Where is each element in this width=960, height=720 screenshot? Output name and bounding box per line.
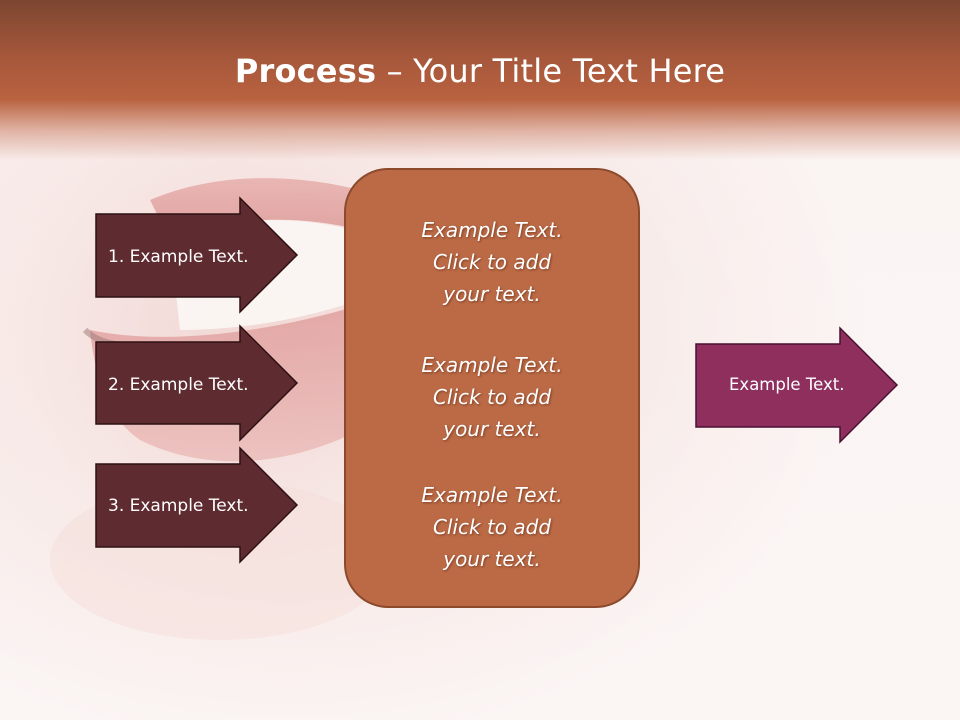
title-rest: – Your Title Text Here: [376, 52, 726, 90]
center-text-item-2[interactable]: Example Text. Click to add your text.: [421, 353, 563, 441]
left-arrow-3-label: 3. Example Text.: [108, 496, 249, 516]
slide-title[interactable]: Process – Your Title Text Here: [0, 52, 960, 90]
title-bar: [0, 0, 960, 160]
title-bold: Process: [234, 52, 377, 90]
left-arrow-2[interactable]: 2. Example Text.: [95, 324, 299, 442]
center-text-item-1[interactable]: Example Text. Click to add your text.: [421, 218, 563, 306]
right-arrow[interactable]: Example Text.: [695, 326, 899, 444]
right-arrow-label: Example Text.: [729, 375, 844, 394]
left-arrow-3[interactable]: 3. Example Text.: [95, 446, 299, 564]
left-arrow-2-label: 2. Example Text.: [108, 375, 249, 395]
left-arrow-1[interactable]: 1. Example Text.: [95, 196, 299, 314]
center-text-box[interactable]: Example Text. Click to add your text. Ex…: [344, 168, 640, 608]
left-arrow-1-label: 1. Example Text.: [108, 247, 249, 267]
center-text-item-3[interactable]: Example Text. Click to add your text.: [421, 483, 563, 571]
